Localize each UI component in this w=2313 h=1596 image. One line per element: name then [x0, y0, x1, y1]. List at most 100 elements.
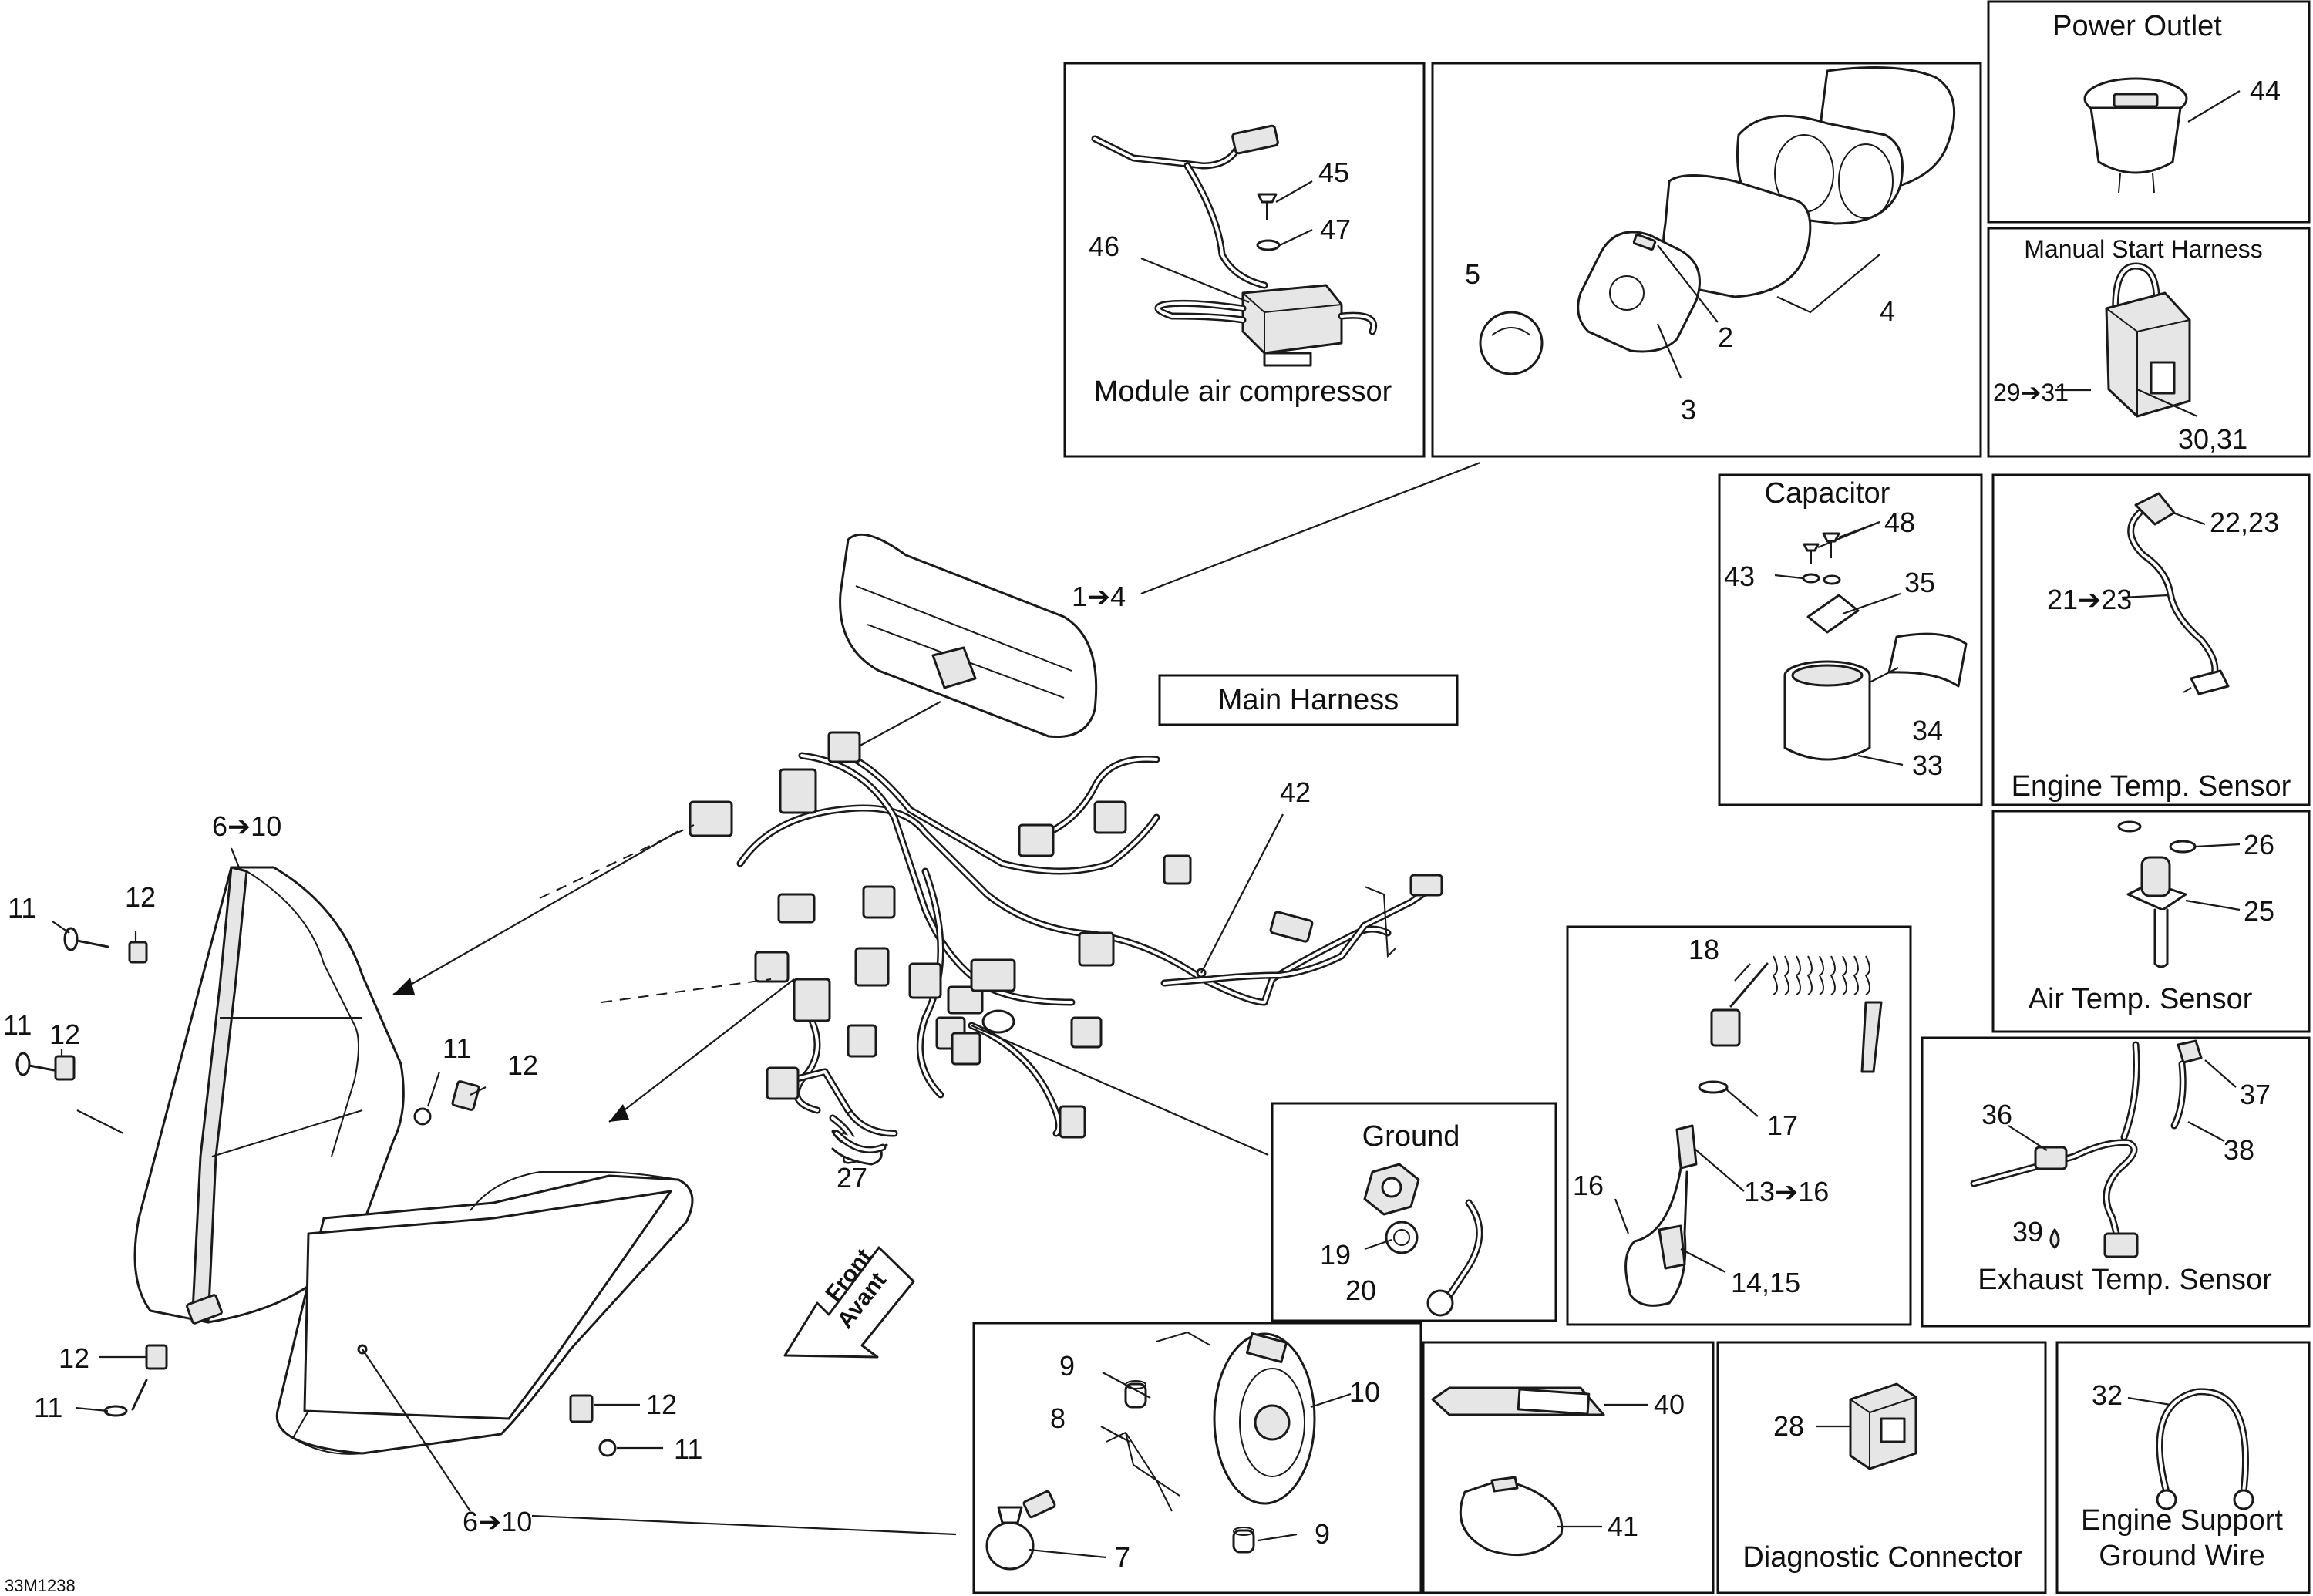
- callout-10: 10: [1349, 1376, 1380, 1408]
- callout-16: 16: [1573, 1170, 1604, 1201]
- main-harness-label-box: [1158, 674, 1459, 726]
- headlamp-bulb-panel: [972, 1322, 1422, 1594]
- power-outlet-panel: [1987, 0, 2311, 224]
- diagram-code: 33M1238: [5, 1576, 76, 1595]
- callout-9-bottom: 9: [1315, 1518, 1330, 1550]
- callout-13-16: 13➔16: [1744, 1176, 1829, 1207]
- callout-12-d: 12: [59, 1342, 89, 1374]
- callout-29-31: 29➔31: [1993, 379, 2069, 406]
- callout-12-e: 12: [646, 1389, 677, 1420]
- callout-22-23: 22,23: [2210, 507, 2279, 538]
- engine-support-ground-wire-part: [2127, 1388, 2254, 1510]
- engine-support-ground-wire-title-line1: Engine Support: [2081, 1504, 2283, 1537]
- callout-5: 5: [1465, 258, 1480, 290]
- ground-part: [1363, 1163, 1483, 1317]
- capacitor-part: [1774, 520, 1968, 766]
- exhaust-temp-sensor-title: Exhaust Temp. Sensor: [1978, 1264, 2272, 1296]
- dess-key-panel: [1566, 925, 1912, 1326]
- callout-4: 4: [1880, 295, 1895, 327]
- callout-48: 48: [1884, 507, 1915, 538]
- dess-key-part: [1614, 955, 1883, 1307]
- callout-9-top: 9: [1059, 1350, 1075, 1382]
- callout-11-d: 11: [34, 1392, 62, 1423]
- callout-30-31: 30,31: [2178, 423, 2247, 455]
- callout-12-a: 12: [125, 881, 156, 913]
- exhaust-temp-sensor-panel: [1921, 1036, 2311, 1328]
- diagnostic-connector-panel: [1716, 1341, 2047, 1594]
- callout-33: 33: [1912, 749, 1943, 781]
- callout-21-23: 21➔23: [2047, 584, 2132, 615]
- callout-6-10-bottom: 6➔10: [463, 1506, 532, 1537]
- callout-19: 19: [1320, 1239, 1351, 1271]
- callout-36: 36: [1981, 1099, 2012, 1130]
- callout-12-b: 12: [49, 1019, 80, 1050]
- callout-34: 34: [1912, 715, 1943, 746]
- callout-2: 2: [1718, 322, 1733, 353]
- callout-28: 28: [1773, 1410, 1804, 1442]
- callout-45: 45: [1318, 157, 1349, 188]
- diagnostic-connector-title: Diagnostic Connector: [1742, 1541, 2023, 1574]
- callout-25: 25: [2244, 895, 2274, 927]
- callout-18: 18: [1688, 934, 1719, 965]
- callout-11-c: 11: [443, 1032, 471, 1064]
- callout-46: 46: [1089, 231, 1119, 262]
- engine-temp-sensor-panel: [1991, 473, 2311, 806]
- callout-1-4: 1➔4: [1072, 581, 1126, 612]
- power-outlet-part: [2083, 77, 2241, 194]
- callout-37: 37: [2240, 1079, 2271, 1110]
- callout-47: 47: [1320, 214, 1351, 245]
- callout-3: 3: [1681, 394, 1696, 426]
- air-temp-sensor-panel: [1991, 810, 2311, 1033]
- callout-32: 32: [2092, 1379, 2123, 1411]
- ground-panel: [1271, 1102, 1557, 1322]
- left-headlamp-part: [133, 866, 405, 1325]
- module-air-compressor-part: [1091, 124, 1377, 367]
- capacitor-title: Capacitor: [1765, 477, 1890, 510]
- callout-41: 41: [1608, 1510, 1638, 1542]
- diagnostic-connector-part: [1816, 1382, 1917, 1470]
- manual-start-harness-panel: [1987, 227, 2311, 458]
- callout-35: 35: [1904, 567, 1935, 598]
- headlamp-fasteners: [15, 847, 663, 1457]
- engine-support-ground-wire-panel: [2055, 1341, 2311, 1594]
- module-air-compressor-title: Module air compressor: [1094, 375, 1392, 408]
- callout-11-a: 11: [8, 892, 36, 924]
- gauge-part: [1479, 66, 1956, 379]
- capacitor-panel: [1718, 473, 1983, 806]
- manual-start-harness-part: [2055, 262, 2198, 418]
- callout-8: 8: [1050, 1402, 1066, 1434]
- air-temp-sensor-part: [2117, 820, 2241, 968]
- callout-14-15: 14,15: [1731, 1267, 1800, 1298]
- main-harness-part: [392, 731, 1443, 1166]
- module-air-compressor-panel: [1063, 62, 1426, 458]
- engine-support-ground-wire-title-line2: Ground Wire: [2099, 1540, 2264, 1572]
- callout-43: 43: [1724, 561, 1755, 592]
- power-outlet-title: Power Outlet: [2052, 10, 2222, 42]
- grease-part: [1431, 1386, 1648, 1557]
- headlamp-bulb-part: [985, 1331, 1352, 1571]
- manual-start-harness-title: Manual Start Harness: [2024, 235, 2262, 263]
- callout-39: 39: [2012, 1216, 2043, 1248]
- engine-temp-sensor-part: [2121, 492, 2230, 695]
- grease-panel: [1422, 1341, 1715, 1594]
- instrument-cluster-part: [839, 461, 1481, 749]
- callout-26: 26: [2244, 829, 2274, 860]
- callout-6-10-top: 6➔10: [212, 810, 281, 842]
- main-harness-title: Main Harness: [1218, 684, 1399, 716]
- callout-11-b: 11: [3, 1009, 32, 1041]
- ground-title: Ground: [1362, 1120, 1460, 1153]
- callout-40: 40: [1654, 1389, 1685, 1420]
- callout-38: 38: [2224, 1134, 2254, 1166]
- air-temp-sensor-title: Air Temp. Sensor: [2029, 983, 2253, 1015]
- callout-17: 17: [1767, 1109, 1798, 1141]
- callout-11-e: 11: [674, 1433, 702, 1465]
- callout-20: 20: [1345, 1274, 1376, 1306]
- front-direction-arrow: Front Avant: [783, 1244, 915, 1359]
- callout-42: 42: [1280, 776, 1311, 808]
- right-headlamp-part: [275, 1171, 957, 1536]
- callout-7: 7: [1115, 1541, 1130, 1573]
- gauge-panel: [1431, 62, 1982, 458]
- callout-12-c: 12: [507, 1049, 538, 1081]
- engine-temp-sensor-title: Engine Temp. Sensor: [2012, 770, 2291, 803]
